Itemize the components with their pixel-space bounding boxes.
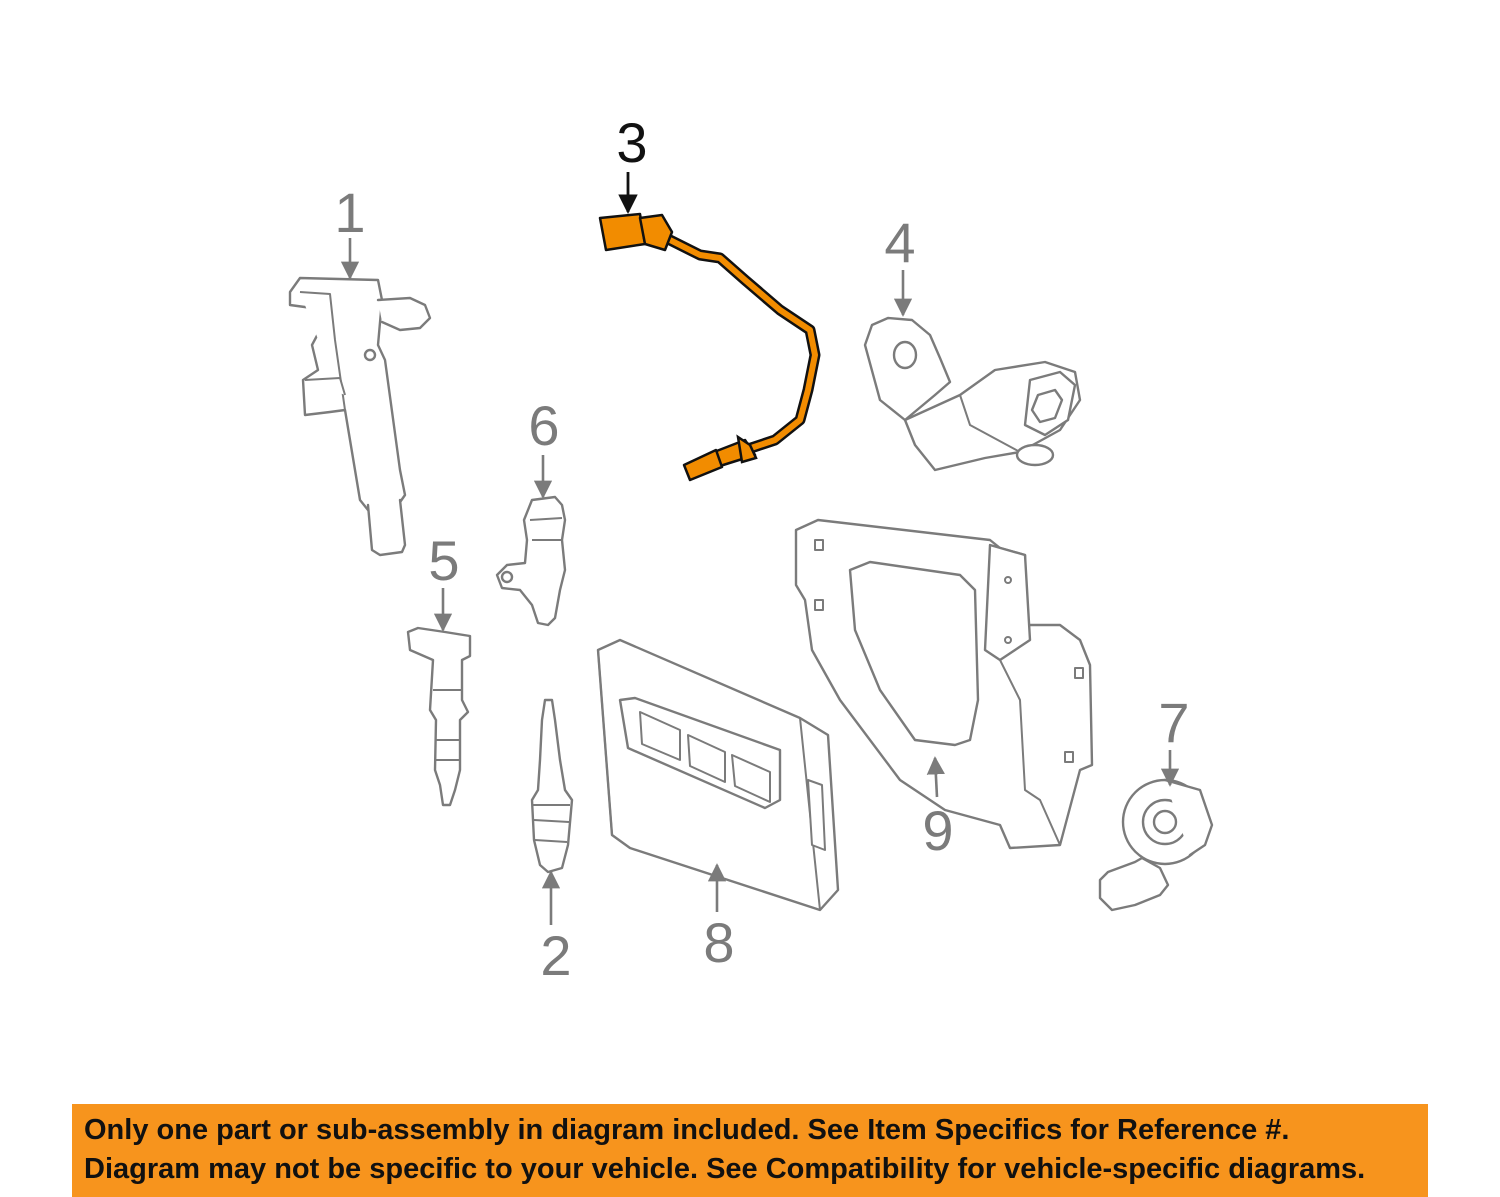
part-3-oxygen-sensor [598,212,821,482]
callout-3: 3 [616,111,647,174]
callout-8: 8 [703,911,734,974]
parts-diagram: 1 2 3 4 5 6 7 8 9 [288,111,1214,987]
callout-labels: 1 2 3 4 5 6 7 8 9 [334,111,1189,987]
callout-6: 6 [528,394,559,457]
part-5-ignition-coil-small [406,626,472,807]
part-7-knock-sensor [1098,778,1214,912]
callout-2: 2 [540,924,571,987]
callout-5: 5 [428,529,459,592]
part-2-spark-plug [530,698,574,874]
leader-arrows [340,172,1180,925]
disclaimer-line-2: Diagram may not be specific to your vehi… [84,1153,1366,1185]
part-8-engine-control-module [596,638,840,912]
callout-4: 4 [884,211,915,274]
part-1-ignition-coil [288,276,432,557]
part-4-position-sensor [863,316,1082,472]
callout-7: 7 [1158,691,1189,754]
disclaimer-line-1: Only one part or sub-assembly in diagram… [84,1114,1290,1146]
disclaimer-banner: Only one part or sub-assembly in diagram… [72,1104,1428,1197]
part-9-mounting-bracket [794,518,1094,850]
part-6-sensor [495,495,567,627]
callout-9: 9 [922,799,953,862]
callout-1: 1 [334,181,365,244]
